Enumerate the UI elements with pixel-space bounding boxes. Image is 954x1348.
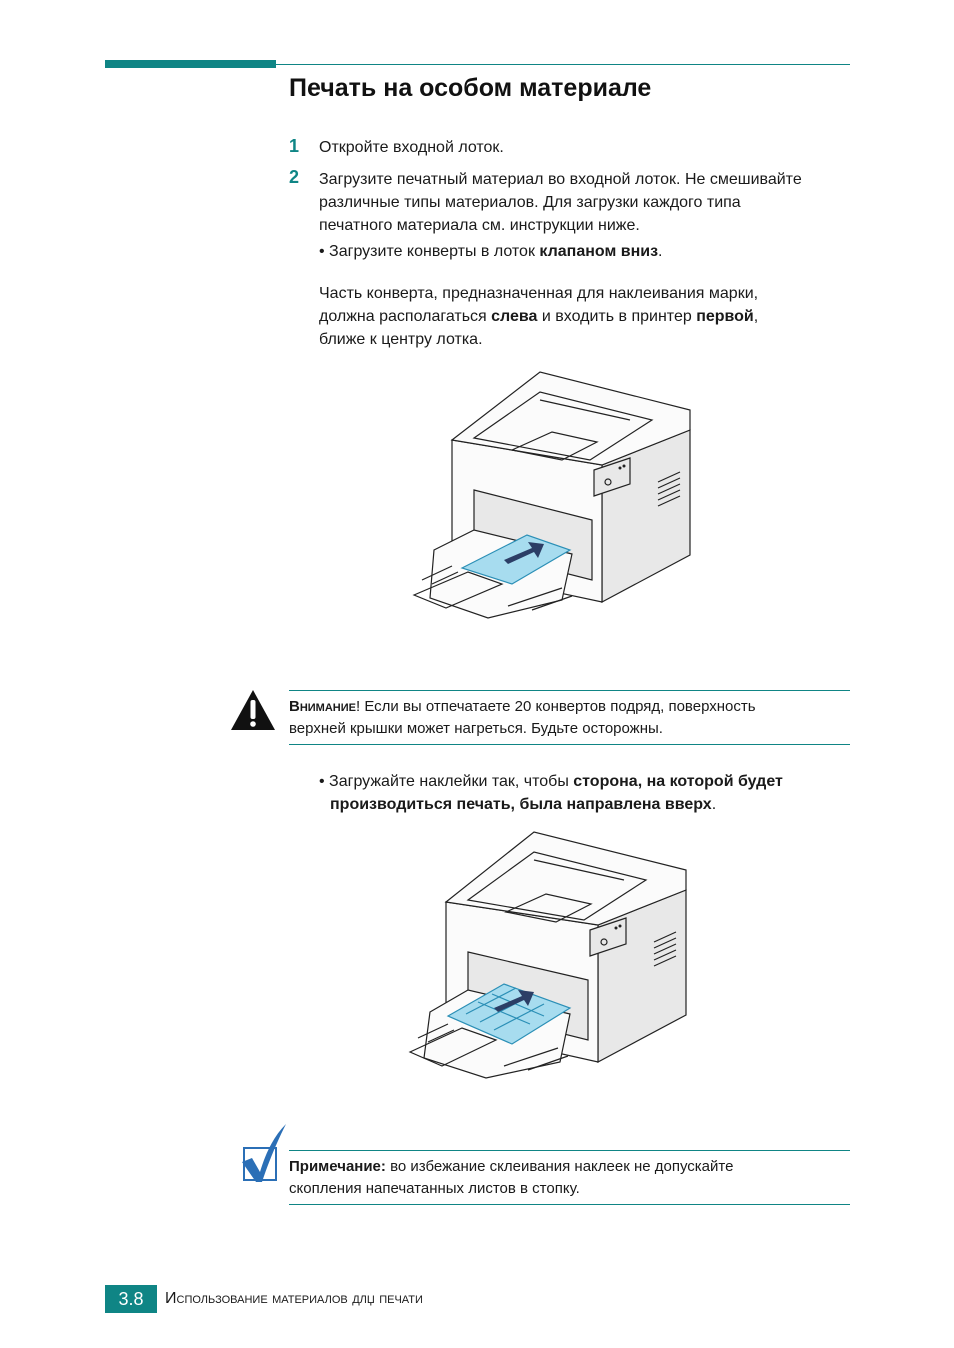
- label-sheet: [446, 983, 572, 1045]
- note-line-1: Примечание: во избежание склеивания накл…: [289, 1156, 733, 1178]
- envelope-bullet-bold: клапаном вниз: [539, 243, 659, 260]
- header-rule-thick: [105, 60, 276, 68]
- labels-bullet: • Загружайте наклейки так, чтобы сторона…: [319, 770, 783, 816]
- checkmark-note-icon: [242, 1124, 286, 1182]
- envelope-bullet: • Загрузите конверты в лоток клапаном вн…: [319, 240, 662, 263]
- labels-bullet-bold-1: сторона, на которой будет: [573, 773, 783, 790]
- step-2-line-1: Загрузите печатный материал во входной л…: [319, 171, 802, 188]
- step-2-line-3: печатного материала см. инструкции ниже.: [319, 217, 640, 234]
- printer-envelope-illustration: [412, 371, 691, 619]
- feed-direction-arrow-icon: [504, 542, 544, 564]
- note-line-2: скопления напечатанных листов в стопку.: [289, 1180, 580, 1197]
- page-title: Печать на особом материале: [289, 74, 652, 102]
- page-number: 3.8: [105, 1285, 157, 1313]
- labels-bullet-line-1: • Загружайте наклейки так, чтобы сторона…: [319, 770, 783, 793]
- printer-top: [450, 371, 691, 466]
- step-number-2: 2: [289, 167, 300, 187]
- labels-bullet-line-2: производиться печать, была направлена вв…: [319, 793, 783, 816]
- labels-bullet-text: • Загружайте наклейки так, чтобы: [319, 773, 574, 790]
- warning-rule-top: [289, 690, 850, 691]
- note-rule-top: [289, 1150, 850, 1151]
- printer-top: [444, 831, 687, 926]
- warning-text: Внимание! Если вы отпечатаете 20 конверт…: [289, 696, 756, 740]
- step-2-text: Загрузите печатный материал во входной л…: [319, 168, 802, 237]
- envelope-para-text-b: и входить в принтер: [537, 308, 697, 325]
- envelope-paragraph: Часть конверта, предназначенная для накл…: [319, 282, 758, 351]
- envelope-para-bold-left: слева: [491, 308, 538, 325]
- warning-line-2: верхней крышки может нагреться. Будьте о…: [289, 720, 663, 737]
- warning-triangle-icon: [231, 690, 275, 730]
- step-number-1: 1: [289, 136, 300, 156]
- envelope-para-text-c: ,: [753, 308, 759, 325]
- envelope-para-line-3: ближе к центру лотка.: [319, 331, 483, 348]
- envelope-bullet-text: • Загрузите конверты в лоток: [319, 243, 540, 260]
- note-line-1-text: во избежание склеивания наклеек не допус…: [385, 1158, 734, 1175]
- feed-direction-arrow-icon: [494, 990, 534, 1012]
- note-text: Примечание: во избежание склеивания накл…: [289, 1156, 733, 1200]
- envelope-para-line-1: Часть конверта, предназначенная для накл…: [319, 285, 759, 302]
- note-label: Примечание:: [289, 1158, 386, 1175]
- warning-rule-bottom: [289, 744, 850, 745]
- printer-labels-illustration: [408, 831, 687, 1079]
- warning-label-mark: !: [355, 698, 361, 715]
- step-2-line-2: различные типы материалов. Для загрузки …: [319, 194, 741, 211]
- warning-line-1: Внимание! Если вы отпечатаете 20 конверт…: [289, 696, 756, 718]
- note-rule-bottom: [289, 1204, 850, 1205]
- labels-bullet-end: .: [711, 796, 717, 813]
- warning-line-1-text: Если вы отпечатаете 20 конвертов подряд,…: [360, 698, 756, 715]
- header-rule-thin: [276, 64, 850, 65]
- envelope-para-bold-first: первой: [696, 308, 754, 325]
- labels-bullet-bold-2: производиться печать, была направлена вв…: [330, 796, 712, 813]
- envelope-bullet-end: .: [658, 243, 663, 260]
- envelope-para-line-2: должна располагаться слева и входить в п…: [319, 305, 758, 328]
- chapter-title: Использование материалов длџ печати: [165, 1290, 423, 1307]
- step-1-text: Откройте входной лоток.: [319, 139, 504, 156]
- envelope-para-text-a: должна располагаться: [319, 308, 492, 325]
- warning-label: Внимание: [289, 698, 356, 715]
